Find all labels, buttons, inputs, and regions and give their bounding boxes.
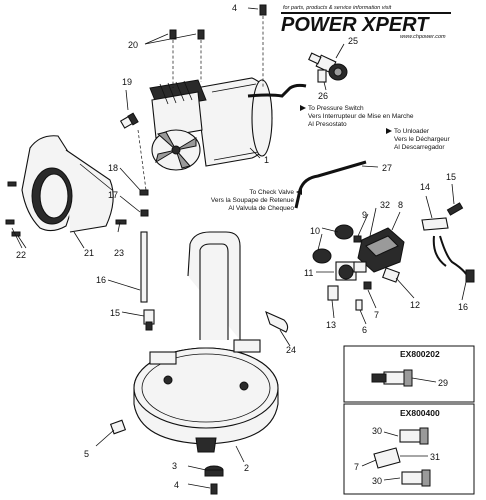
callout-31: 31 <box>430 452 440 462</box>
callout-10: 10 <box>310 226 320 236</box>
gauge-10-icon <box>312 224 354 264</box>
coupler-icon <box>373 427 431 487</box>
svg-text:Al Valvula de Chequeo: Al Valvula de Chequeo <box>228 205 294 212</box>
callout-6: 6 <box>362 325 367 335</box>
callout-18: 16 <box>96 275 106 285</box>
screw-25-icon <box>115 219 127 225</box>
kit-box-ex800202: EX800202 <box>343 345 475 403</box>
fitting-6-icon <box>355 299 363 311</box>
svg-text:Vers la Soupape de Retenue: Vers la Soupape de Retenue <box>211 197 295 204</box>
callout-3: 3 <box>172 461 177 471</box>
svg-text:To Unloader: To Unloader <box>394 128 430 135</box>
callout-1: 1 <box>264 155 269 165</box>
svg-text:Vers Interrupteur de Mise en M: Vers Interrupteur de Mise en Marche <box>308 113 414 120</box>
fitting-7-icon <box>363 281 372 290</box>
pressure-switch-8-icon <box>357 227 405 273</box>
callout-24: 22 <box>16 250 26 260</box>
valve-13-icon <box>327 285 339 301</box>
callout-20: 18 <box>108 163 118 173</box>
shroud-23-icon <box>21 135 114 233</box>
callout-2: 2 <box>244 463 249 473</box>
callout-15: 15 <box>446 172 456 182</box>
svg-text:To Check Valve: To Check Valve <box>249 189 294 196</box>
callout-30-kit2b: 30 <box>372 476 382 486</box>
cap-26-icon <box>265 310 289 333</box>
valve-12-icon <box>382 267 400 283</box>
callout-11: 11 <box>304 268 313 278</box>
foot-3-icon <box>204 465 224 477</box>
callout-4-top: 4 <box>232 3 237 13</box>
callout-7-kit2: 7 <box>354 462 359 472</box>
bolt-22-icon <box>169 29 205 88</box>
callout-numbers: 4 20 25 26 19 1 27 18 17 21 23 22 16 15 … <box>16 3 468 490</box>
callout-4-bottom: 4 <box>174 480 179 490</box>
fitting-17-icon <box>143 309 155 331</box>
callout-14: 14 <box>420 182 430 192</box>
callout-28: 26 <box>318 91 328 101</box>
callout-12: 12 <box>410 300 420 310</box>
leader-lines <box>11 7 467 489</box>
kit-label-ex800202: EX800202 <box>400 349 440 359</box>
callout-25: 23 <box>114 248 124 258</box>
callout-16: 16 <box>458 302 468 312</box>
nut-19-icon <box>140 209 149 217</box>
callout-22: 20 <box>128 40 138 50</box>
kit-box-ex800400: EX800400 <box>343 403 475 495</box>
elbow-32-icon <box>353 261 367 273</box>
drain-5-icon <box>109 419 127 435</box>
tube-29-icon <box>294 160 367 209</box>
callout-27: 25 <box>348 36 358 46</box>
svg-text:Vers le Déchargeur: Vers le Déchargeur <box>394 136 450 143</box>
logo-rule <box>281 12 451 14</box>
kit-label-ex800400: EX800400 <box>400 408 440 418</box>
callout-32: 32 <box>380 200 390 210</box>
nut-20-icon <box>139 189 149 196</box>
svg-text:To Pressure Switch: To Pressure Switch <box>308 105 364 112</box>
header-url: www.chpower.com <box>400 34 446 40</box>
svg-text:Al Presostato: Al Presostato <box>308 121 347 128</box>
callout-29: 27 <box>382 163 392 173</box>
header-tagline: for parts, products & service informatio… <box>283 5 392 11</box>
callout-19: 17 <box>108 190 118 200</box>
callout-17: 15 <box>110 308 120 318</box>
callout-23: 21 <box>84 248 94 258</box>
callout-26: 24 <box>286 345 296 355</box>
callout-13: 13 <box>326 320 336 330</box>
cord-16-icon <box>421 202 475 283</box>
tank-2-icon <box>133 231 279 453</box>
fitting-27-icon <box>308 52 348 81</box>
callout-9: 9 <box>362 210 367 220</box>
fitting-9-icon <box>353 235 362 243</box>
screw-24-icon <box>5 181 21 237</box>
callout-30-kit1: 29 <box>438 378 448 388</box>
note-unloader: To Unloader Vers le Déchargeur Al Descar… <box>386 128 450 151</box>
brand-logo: POWER XPERT <box>281 14 430 36</box>
callout-5: 5 <box>84 449 89 459</box>
brand-header: for parts, products & service informatio… <box>281 5 451 40</box>
callout-30-kit2a: 30 <box>372 426 382 436</box>
svg-text:Al Descarregador: Al Descarregador <box>394 144 445 151</box>
screw-4-bottom-icon <box>210 483 218 495</box>
callout-8: 8 <box>398 200 403 210</box>
callout-7: 7 <box>374 310 379 320</box>
screw-4-icon <box>259 4 267 88</box>
fan-icon <box>151 129 201 171</box>
callout-21: 19 <box>122 77 132 87</box>
tube-18-icon <box>140 231 148 303</box>
pump-motor-assembly <box>149 77 307 171</box>
fitting-21-icon <box>119 112 139 129</box>
note-pressure-switch: To Pressure Switch Vers Interrupteur de … <box>300 105 414 128</box>
elbow-28-icon <box>317 69 327 83</box>
note-check-valve: To Check Valve Vers la Soupape de Retenu… <box>211 189 302 212</box>
manifold-11-icon <box>335 261 357 281</box>
coupler-icon <box>371 369 413 387</box>
